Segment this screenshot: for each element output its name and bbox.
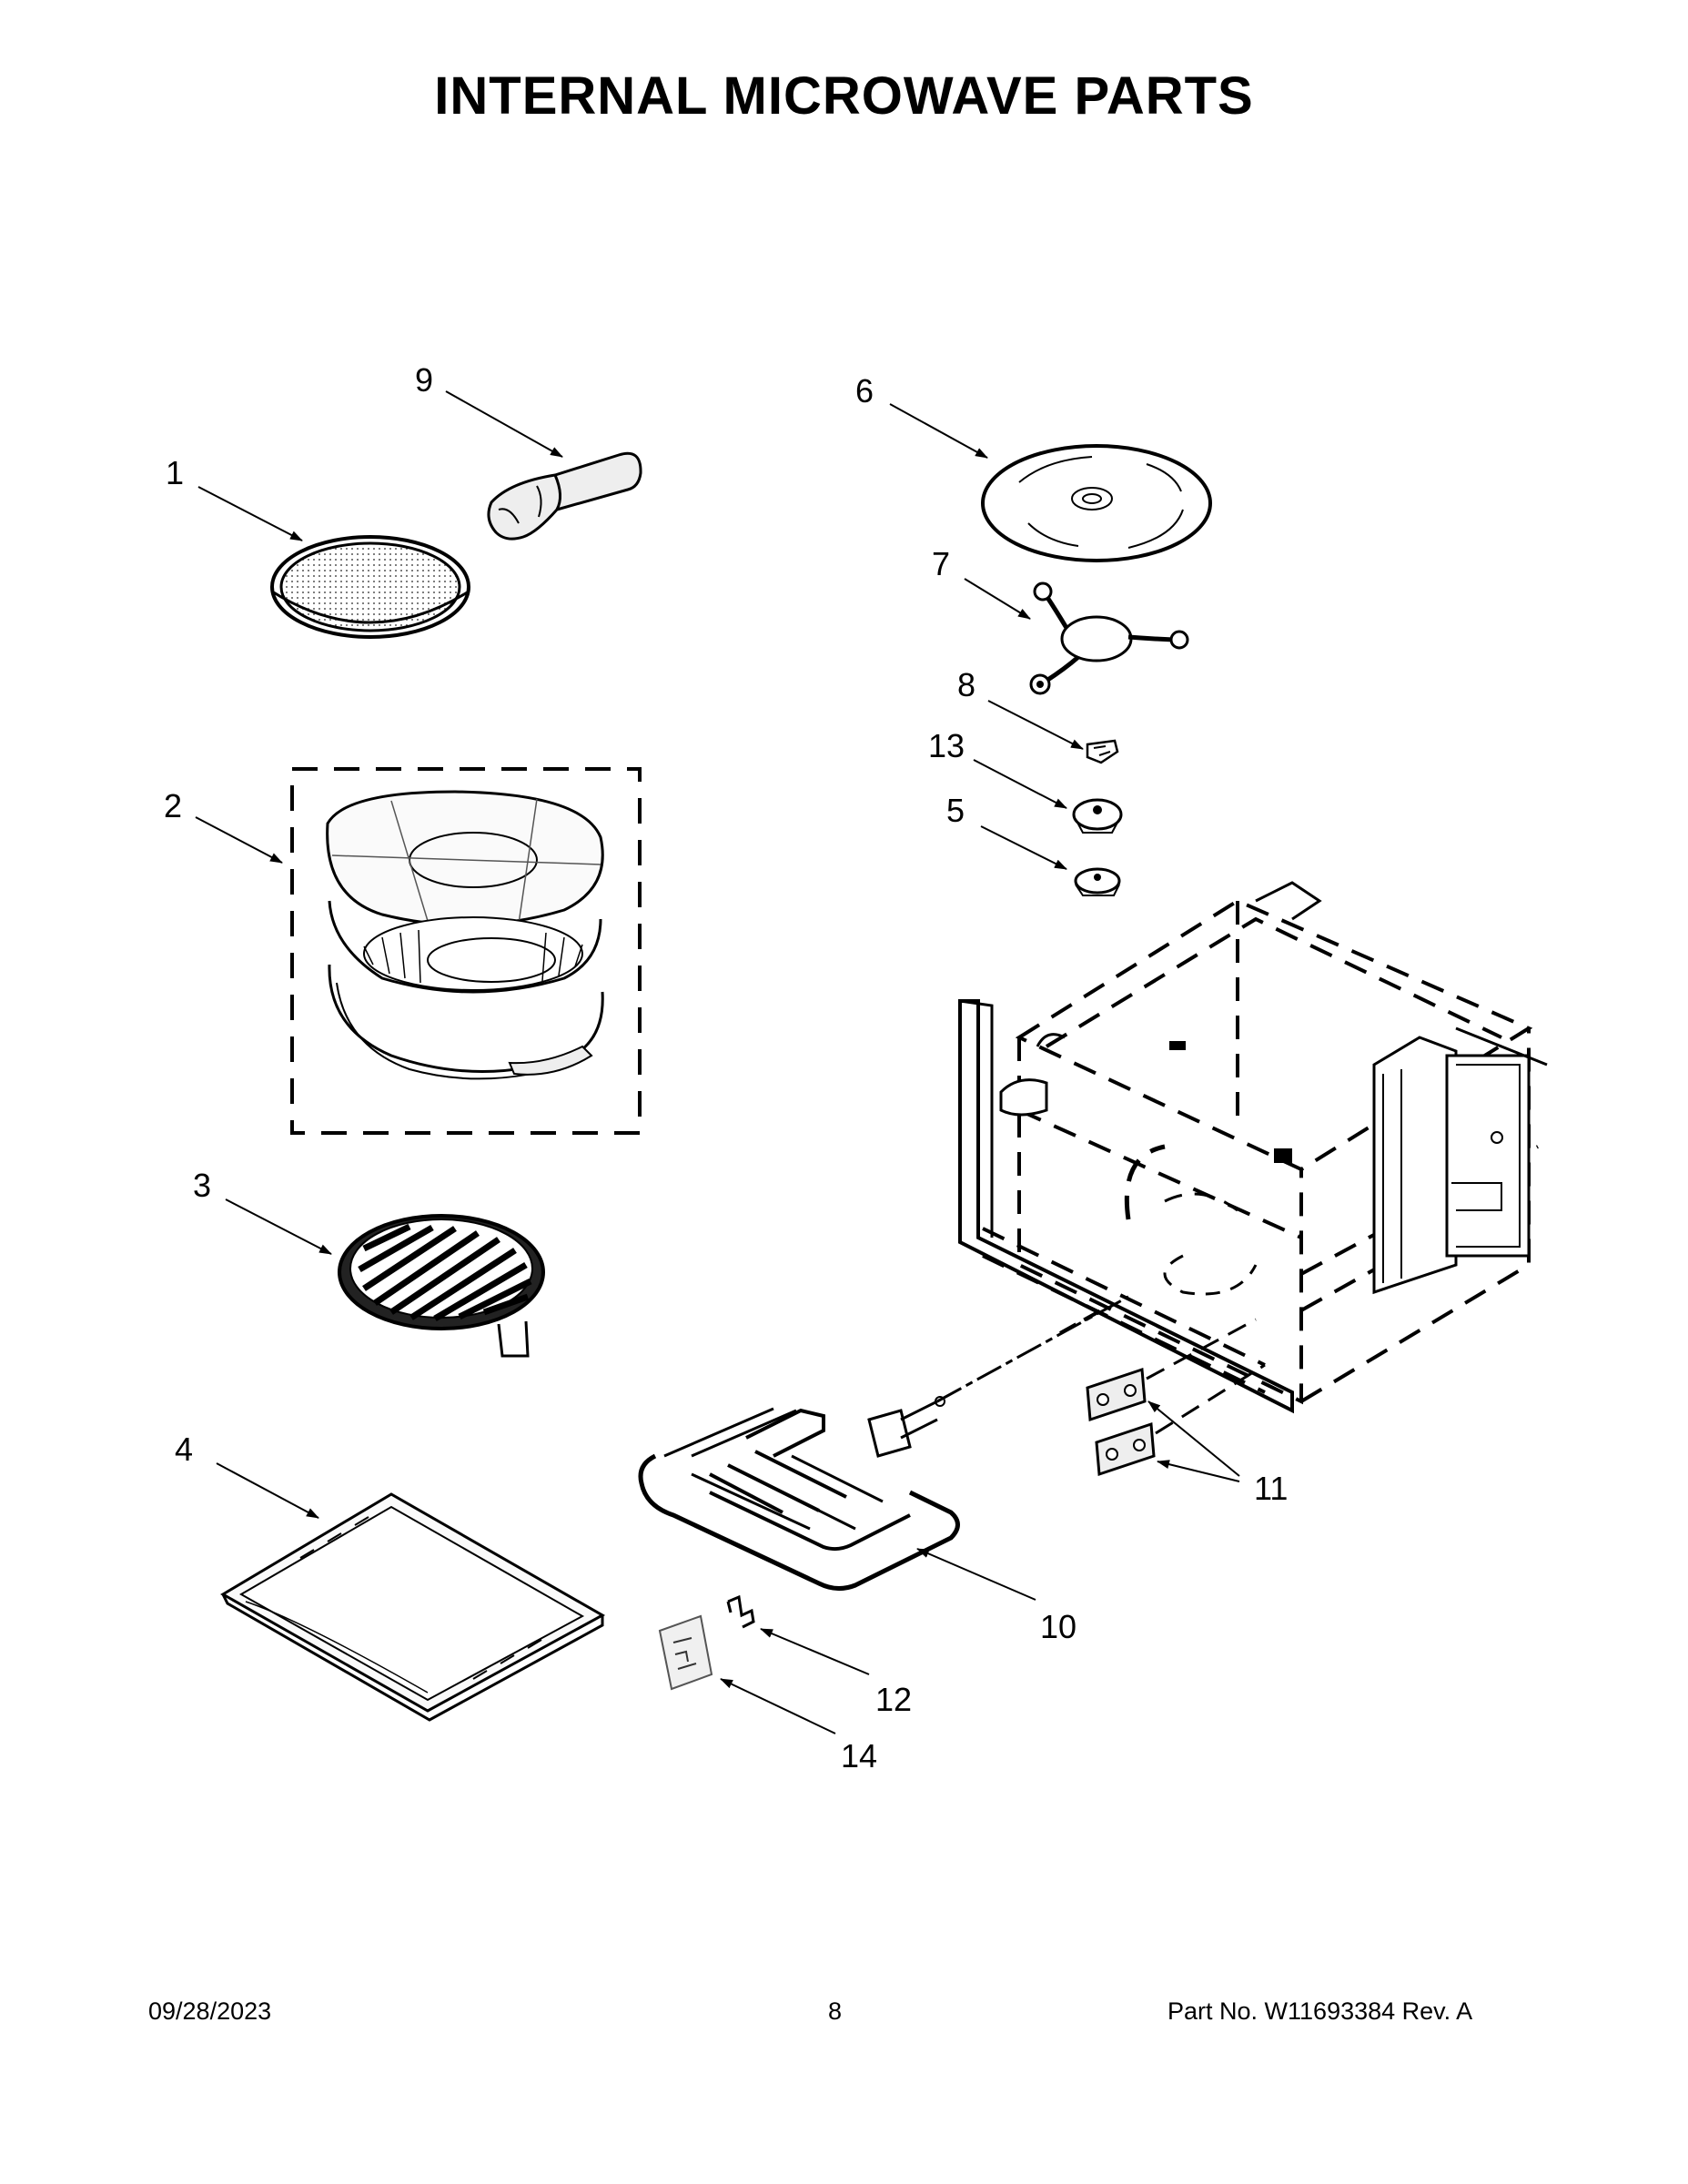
part-3-grill-rack [338, 1214, 545, 1358]
part-6-turntable-glass [981, 444, 1212, 562]
callout-2: 2 [164, 787, 182, 824]
footer-part-number: Part No. W11693384 Rev. A [1167, 1997, 1473, 2025]
part-12-element-clip [726, 1594, 755, 1629]
callout-6: 6 [855, 372, 874, 410]
leader-13 [973, 759, 1067, 809]
part-13-turntable-motor [1072, 798, 1123, 834]
part-9-crisper-handle [487, 451, 642, 541]
part-2-steamer-set [290, 767, 642, 1135]
footer-date: 09/28/2023 [148, 1997, 272, 2025]
callout-13: 13 [928, 727, 965, 764]
leader-12 [760, 1628, 870, 1675]
part-8-coupler [1086, 739, 1119, 764]
microwave-cavity [958, 881, 1548, 1414]
part-14-label [658, 1614, 713, 1691]
leader-3 [225, 1198, 332, 1255]
callout-10: 10 [1040, 1608, 1076, 1645]
part-10-grill-element [638, 1295, 1129, 1591]
leader-4 [216, 1462, 319, 1519]
callout-4: 4 [175, 1431, 193, 1468]
leader-10 [916, 1548, 1036, 1601]
leader-11a [1147, 1400, 1240, 1477]
callout-14: 14 [841, 1737, 877, 1774]
leader-8 [987, 700, 1084, 750]
part-4-baking-tray [220, 1492, 606, 1722]
leader-5 [980, 825, 1067, 870]
callout-8: 8 [957, 666, 975, 703]
part-5-thermal-fuse [1074, 867, 1121, 896]
part-1-crisper-tray [270, 535, 470, 639]
leader-11b [1157, 1460, 1240, 1482]
part-11-mica-covers [1086, 1318, 1266, 1477]
footer-page-number: 8 [828, 1997, 843, 2025]
callout-11: 11 [1254, 1470, 1288, 1507]
leader-9 [445, 390, 563, 458]
page-title: INTERNAL MICROWAVE PARTS [434, 66, 1254, 126]
leader-1 [197, 486, 303, 541]
leader-2 [195, 816, 283, 864]
callout-5: 5 [946, 792, 965, 829]
leader-14 [720, 1678, 836, 1734]
callout-1: 1 [166, 454, 184, 491]
callout-9: 9 [415, 361, 433, 399]
leader-6 [889, 403, 988, 459]
callout-12: 12 [875, 1681, 912, 1718]
callout-3: 3 [193, 1167, 211, 1204]
callout-7: 7 [932, 545, 950, 582]
part-7-roller-support [1029, 581, 1189, 695]
leader-7 [964, 578, 1031, 620]
